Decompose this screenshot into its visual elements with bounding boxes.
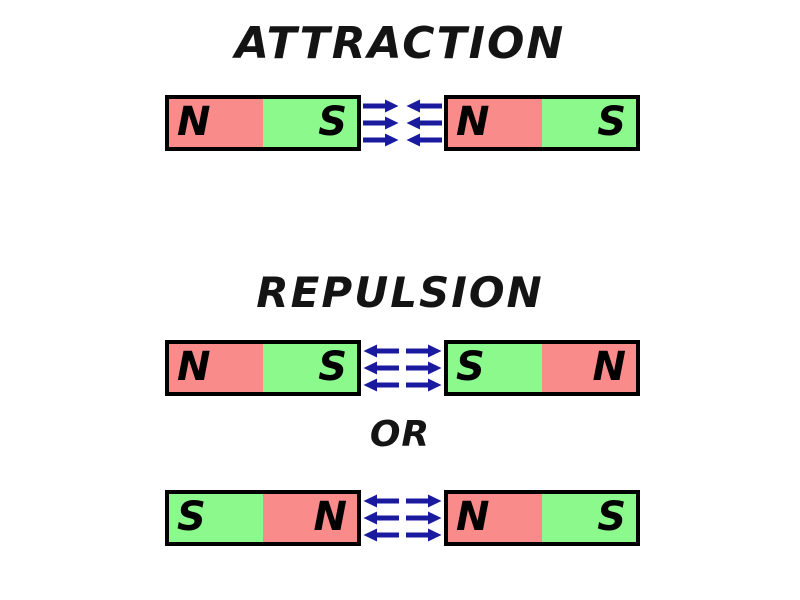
pole-label: N xyxy=(177,344,211,391)
arrow-left-icon xyxy=(406,133,442,147)
magnet-repulsion2-left: S N xyxy=(165,490,361,546)
arrow-cluster-repulsion-1 xyxy=(361,340,444,396)
arrow-right-icon xyxy=(406,378,442,392)
pole-label: S xyxy=(177,494,206,541)
pole-label: S xyxy=(318,99,347,146)
arrow-right-icon xyxy=(363,99,399,113)
arrow-line xyxy=(361,361,444,375)
arrow-left-icon xyxy=(363,511,399,525)
pole-label: N xyxy=(313,494,347,541)
arrow-line xyxy=(361,344,444,358)
arrow-right-icon xyxy=(406,361,442,375)
pole-north: N xyxy=(263,494,357,542)
pole-north: N xyxy=(542,344,636,392)
pole-south: S xyxy=(169,494,263,542)
heading-repulsion: REPULSION xyxy=(256,268,544,317)
arrow-line xyxy=(361,116,444,130)
arrow-right-icon xyxy=(406,528,442,542)
magnet-row-attraction: N S xyxy=(0,95,800,151)
pole-label: S xyxy=(456,344,485,391)
pole-north: N xyxy=(169,99,263,147)
pole-north: N xyxy=(448,494,542,542)
pole-south: S xyxy=(263,99,357,147)
pole-south: S xyxy=(542,99,636,147)
arrow-left-icon xyxy=(363,344,399,358)
arrow-right-icon xyxy=(406,494,442,508)
arrow-left-icon xyxy=(363,494,399,508)
pole-label: N xyxy=(592,344,626,391)
arrow-cluster-repulsion-2 xyxy=(361,490,444,546)
pole-label: S xyxy=(318,344,347,391)
magnet-row-repulsion-2: S N xyxy=(0,490,800,546)
arrow-line xyxy=(361,99,444,113)
arrow-left-icon xyxy=(406,99,442,113)
pole-north: N xyxy=(448,99,542,147)
arrow-cluster-attraction xyxy=(361,95,444,151)
magnet-repulsion1-right: S N xyxy=(444,340,640,396)
heading-or: OR xyxy=(369,414,431,455)
arrow-line xyxy=(361,511,444,525)
magnet-repulsion2-right: N S xyxy=(444,490,640,546)
pole-south: S xyxy=(263,344,357,392)
arrow-right-icon xyxy=(363,133,399,147)
arrow-left-icon xyxy=(363,378,399,392)
heading-attraction: ATTRACTION xyxy=(234,18,566,69)
pole-label: S xyxy=(597,99,626,146)
magnet-row-repulsion-1: N S xyxy=(0,340,800,396)
pole-label: S xyxy=(597,494,626,541)
arrow-right-icon xyxy=(406,344,442,358)
pole-south: S xyxy=(448,344,542,392)
pole-south: S xyxy=(542,494,636,542)
pole-label: N xyxy=(456,494,490,541)
arrow-line xyxy=(361,133,444,147)
arrow-line xyxy=(361,378,444,392)
arrow-right-icon xyxy=(406,511,442,525)
magnet-repulsion1-left: N S xyxy=(165,340,361,396)
arrow-left-icon xyxy=(363,528,399,542)
magnet-attraction-left: N S xyxy=(165,95,361,151)
magnet-attraction-right: N S xyxy=(444,95,640,151)
arrow-left-icon xyxy=(363,361,399,375)
arrow-right-icon xyxy=(363,116,399,130)
arrow-line xyxy=(361,494,444,508)
arrow-line xyxy=(361,528,444,542)
pole-north: N xyxy=(169,344,263,392)
pole-label: N xyxy=(456,99,490,146)
arrow-left-icon xyxy=(406,116,442,130)
pole-label: N xyxy=(177,99,211,146)
